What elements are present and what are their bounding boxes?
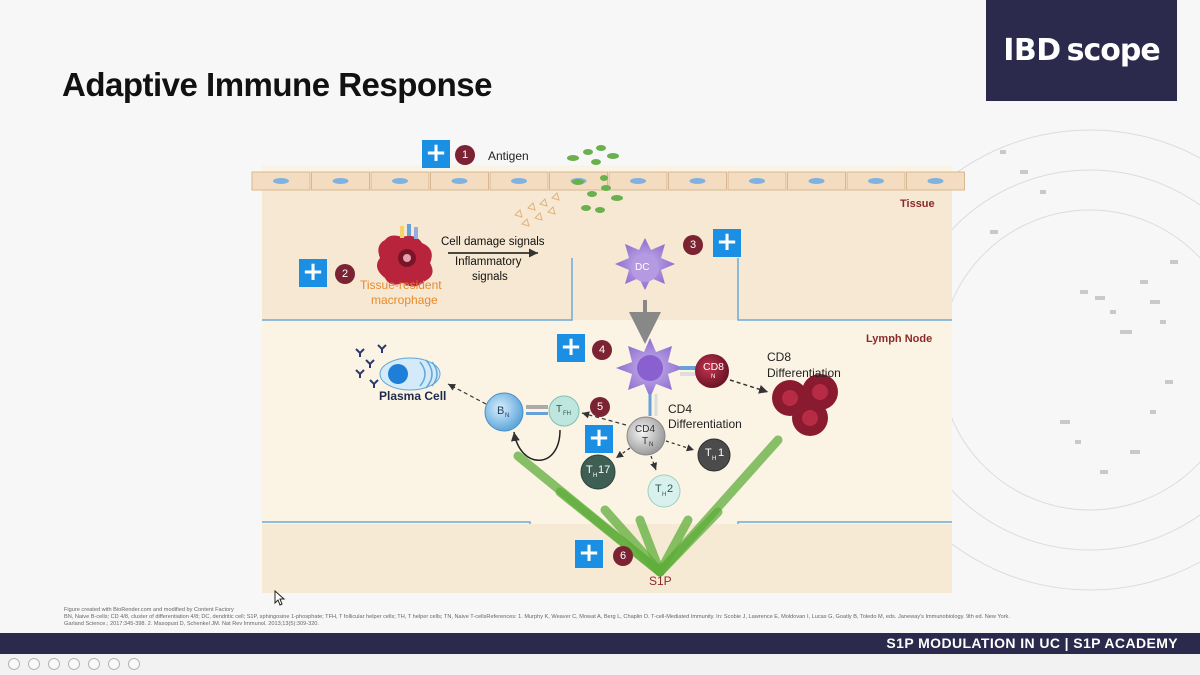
expand-step-5-button[interactable]: + <box>585 425 613 453</box>
th2-label: T <box>655 483 662 495</box>
mouse-cursor-icon <box>274 590 286 606</box>
previous-icon[interactable] <box>8 658 20 670</box>
step-5-badge: 5 <box>590 397 610 417</box>
s1p-label: S1P <box>649 574 672 588</box>
next-icon[interactable] <box>48 658 60 670</box>
epithelial-nucleus <box>808 178 825 184</box>
th2-sub-label: H <box>662 492 667 498</box>
b-naive-cell <box>484 392 524 432</box>
dc-label: DC <box>635 262 650 273</box>
th1-cell <box>697 438 731 472</box>
slide-title: Adaptive Immune Response <box>62 66 492 103</box>
reference-line-1: Figure created with BioRender.com and mo… <box>64 607 234 613</box>
plasma-cell-label: Plasma Cell <box>379 389 447 403</box>
antigen-particles <box>567 145 623 213</box>
cd4-differentiation-2: Differentiation <box>668 417 742 431</box>
step-3-badge: 3 <box>683 235 703 255</box>
th17-num-label: 17 <box>598 464 611 476</box>
references: Figure created with BioRender.com and mo… <box>64 607 1124 628</box>
pen-icon[interactable] <box>68 658 80 670</box>
bn-label: B <box>497 405 505 417</box>
macrophage-label-2: macrophage <box>371 293 438 307</box>
epithelial-nucleus <box>511 178 527 184</box>
plasma-cell <box>379 357 441 391</box>
epithelial-nucleus <box>273 178 289 184</box>
epithelial-layer <box>251 171 965 191</box>
step-6-badge: 6 <box>613 546 633 566</box>
cd8-differentiation-1: CD8 <box>767 350 792 364</box>
epithelial-nucleus <box>630 178 646 184</box>
footer-banner: S1P MODULATION IN UC | S1P ACADEMY <box>0 633 1200 654</box>
footer-banner-text: S1P MODULATION IN UC | S1P ACADEMY <box>886 635 1178 651</box>
play-icon[interactable] <box>28 658 40 670</box>
s1p-gradient-line <box>635 515 665 577</box>
epithelial-nucleus <box>749 178 765 184</box>
tissue-region <box>262 190 952 320</box>
macrophage-label-1: Tissue-resident <box>360 278 442 292</box>
expand-step-1-button[interactable]: + <box>422 140 450 168</box>
epithelial-nucleus <box>689 178 706 184</box>
step-2-badge: 2 <box>335 264 355 284</box>
th1-label: T <box>705 447 712 459</box>
antigen-label: Antigen <box>488 149 529 163</box>
inflammatory-label: Inflammatory <box>455 256 522 268</box>
zoom-icon[interactable] <box>108 658 120 670</box>
tfh-cell <box>548 395 580 427</box>
dendritic-cell-tissue <box>615 238 675 290</box>
player-controls <box>0 654 1200 675</box>
cd8-cell <box>695 354 729 388</box>
cd4-naive-cell <box>626 416 666 456</box>
logo-part-1: IBD <box>1003 33 1061 68</box>
expand-step-2-button[interactable]: + <box>299 259 327 287</box>
tfh-sub-label: FH <box>563 411 571 417</box>
epithelial-nucleus <box>868 178 884 184</box>
tissue-label: Tissue <box>900 198 935 210</box>
reference-line-3: Garland Science.; 2017:345-398. 2. Masop… <box>64 621 319 627</box>
more-icon[interactable] <box>128 658 140 670</box>
th17-label: T <box>586 464 593 476</box>
copy-icon[interactable] <box>88 658 100 670</box>
step-1-badge: 1 <box>455 145 475 165</box>
macrophage-cell <box>376 224 433 287</box>
cd4-differentiation-1: CD4 <box>668 402 693 416</box>
damage-signals <box>514 192 560 227</box>
epithelial-nucleus <box>451 178 468 184</box>
lymph-node-label: Lymph Node <box>866 333 933 345</box>
expand-step-6-button[interactable]: + <box>575 540 603 568</box>
cd4-sub-label: N <box>649 442 654 448</box>
ibdscope-logo: IBD scope <box>986 0 1177 101</box>
th2-cell <box>647 474 681 508</box>
logo-part-2: scope <box>1066 33 1161 68</box>
cd8-label: CD8 <box>703 361 725 373</box>
s1p-gradient-line <box>600 505 665 577</box>
cd4-label: CD4 <box>635 424 656 435</box>
epithelial-nucleus <box>332 178 349 184</box>
epithelial-nucleus <box>392 178 408 184</box>
th1-sub-label: H <box>712 456 717 462</box>
cd8-sub-label: N <box>711 374 716 380</box>
step-4-badge: 4 <box>592 340 612 360</box>
tfh-label: T <box>556 404 563 415</box>
reference-line-2: BN, Naive B-cells; CD 4/8, cluster of di… <box>64 614 1010 620</box>
s1p-gradient-line <box>655 435 783 577</box>
th17-sub-label: H <box>593 473 598 479</box>
antibodies <box>355 344 387 388</box>
cell-damage-signals-label: Cell damage signals <box>441 236 545 248</box>
s1p-gradient-lines <box>513 435 783 577</box>
th17-cell <box>580 454 616 490</box>
bn-sub-label: N <box>505 413 510 419</box>
expand-step-3-button[interactable]: + <box>713 229 741 257</box>
cd8-differentiation-2: Differentiation <box>767 366 841 380</box>
dendritic-cell-lymph <box>616 338 684 398</box>
th1-num-label: 1 <box>718 447 725 459</box>
signals-label: signals <box>472 271 508 283</box>
epithelial-nucleus <box>927 178 944 184</box>
th2-num-label: 2 <box>667 483 674 495</box>
cd4-t-label: T <box>642 436 649 447</box>
cd8-effector-cells <box>772 374 838 436</box>
expand-step-4-button[interactable]: + <box>557 334 585 362</box>
